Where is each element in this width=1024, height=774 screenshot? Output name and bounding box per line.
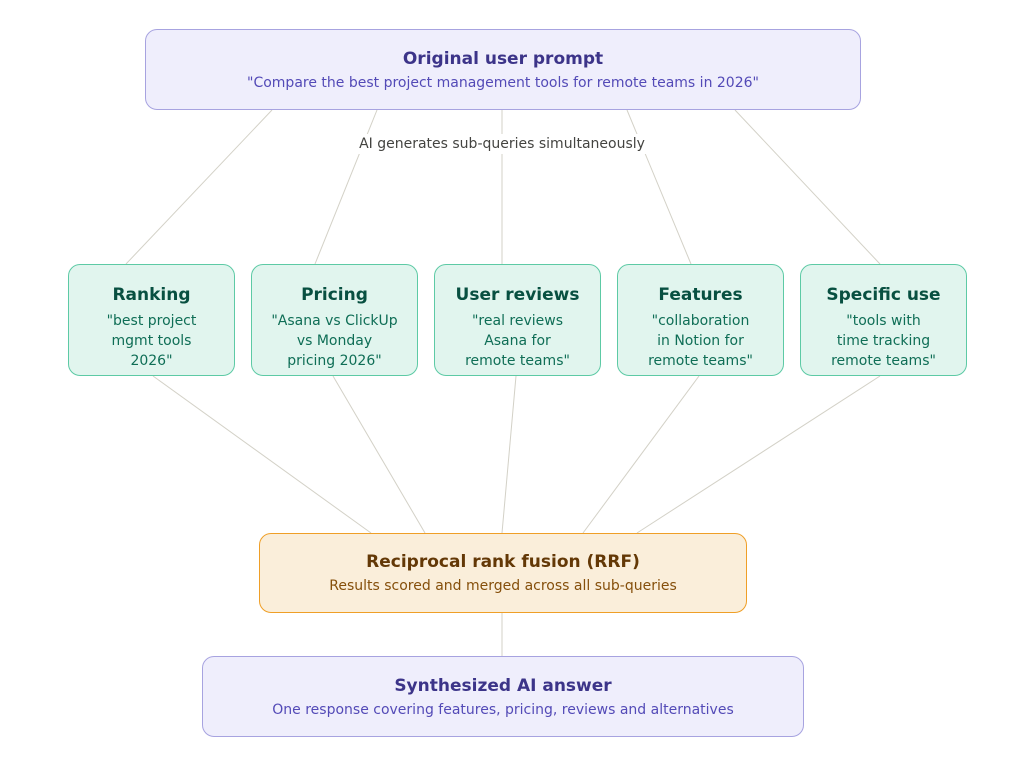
subquery-text: "tools with time tracking remote teams" — [831, 313, 936, 369]
connector-specific-rrf — [636, 375, 881, 534]
connector-pricing-rrf — [332, 375, 426, 534]
connector-reviews-rrf — [501, 375, 517, 534]
rrf-text: Results scored and merged across all sub… — [329, 578, 677, 594]
synthesized-answer-title: Synthesized AI answer — [394, 675, 612, 696]
subquery-title: Specific use — [826, 285, 941, 305]
connector-prompt-specific — [734, 109, 881, 265]
subquery-title: Pricing — [301, 285, 368, 305]
subquery-text: "collaboration in Notion for remote team… — [648, 313, 753, 369]
original-prompt-title: Original user prompt — [402, 48, 604, 69]
subquery-pricing-node: Pricing "Asana vs ClickUp vs Monday pric… — [251, 264, 418, 376]
connector-prompt-ranking — [125, 109, 273, 265]
original-prompt-text: "Compare the best project management too… — [247, 74, 759, 91]
connector-ranking-rrf — [152, 375, 372, 534]
rrf-node: Reciprocal rank fusion (RRF) Results sco… — [259, 533, 747, 613]
subquery-text: "real reviews Asana for remote teams" — [465, 313, 570, 369]
subquery-title: Ranking — [112, 285, 191, 305]
subquery-specific-use-node: Specific use "tools with time tracking r… — [800, 264, 967, 376]
rrf-title: Reciprocal rank fusion (RRF) — [366, 552, 640, 572]
original-prompt-node: Original user prompt "Compare the best p… — [145, 29, 861, 110]
subquery-text: "best project mgmt tools 2026" — [106, 313, 197, 369]
synthesized-answer-text: One response covering features, pricing,… — [272, 701, 734, 718]
subquery-user-reviews-node: User reviews "real reviews Asana for rem… — [434, 264, 601, 376]
subquery-title: Features — [658, 285, 743, 305]
connector-features-rrf — [582, 375, 700, 534]
subquery-text: "Asana vs ClickUp vs Monday pricing 2026… — [271, 313, 398, 369]
subquery-features-node: Features "collaboration in Notion for re… — [617, 264, 784, 376]
branch-label: AI generates sub-queries simultaneously — [300, 134, 704, 154]
subquery-ranking-node: Ranking "best project mgmt tools 2026" — [68, 264, 235, 376]
synthesized-answer-node: Synthesized AI answer One response cover… — [202, 656, 804, 737]
subquery-title: User reviews — [455, 285, 580, 305]
